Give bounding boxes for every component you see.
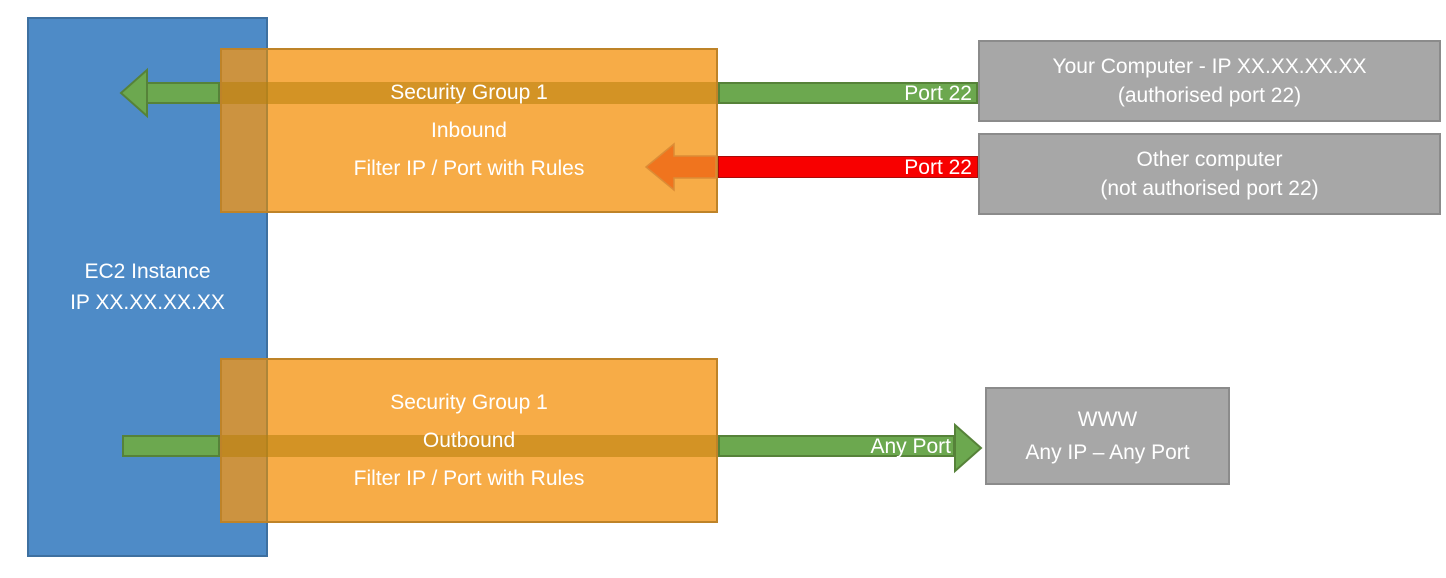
security-group-inbound-box: Security Group 1 Inbound Filter IP / Por… [220, 48, 718, 213]
inbound-group-direction: Inbound [431, 118, 507, 142]
outbound-port-label: Any Port [870, 435, 951, 458]
www-box: WWW Any IP – Any Port [985, 387, 1230, 485]
inbound-allowed-arrowhead [119, 67, 148, 119]
security-group-outbound-box: Security Group 1 Outbound Filter IP / Po… [220, 358, 718, 523]
inbound-box-arrow-overlap-band [222, 82, 716, 104]
www-subtitle: Any IP – Any Port [1025, 441, 1190, 464]
other-computer-box: Other computer (not authorised port 22) [978, 133, 1441, 215]
your-computer-title: Your Computer - IP XX.XX.XX.XX [1052, 55, 1367, 78]
www-title: WWW [1077, 408, 1138, 431]
inbound-blocked-arrowhead [644, 142, 717, 192]
inbound-blocked-port-label: Port 22 [904, 156, 972, 179]
inbound-blocked-arrow-shaft [718, 156, 978, 178]
outbound-box-arrow-overlap-band [222, 435, 716, 457]
inbound-group-rule: Filter IP / Port with Rules [353, 156, 585, 180]
outbound-group-rule: Filter IP / Port with Rules [353, 466, 585, 490]
your-computer-subtitle: (authorised port 22) [1117, 84, 1302, 107]
inbound-allowed-arrow-shaft-right [718, 82, 978, 104]
other-computer-title: Other computer [1136, 148, 1283, 171]
ec2-instance-name: EC2 Instance [84, 260, 211, 283]
inbound-group-title: Security Group 1 [390, 80, 548, 104]
your-computer-box: Your Computer - IP XX.XX.XX.XX (authoris… [978, 40, 1441, 122]
outbound-arrow-shaft-left [122, 435, 220, 457]
inbound-allowed-arrow-shaft-left [146, 82, 220, 104]
other-computer-subtitle: (not authorised port 22) [1100, 177, 1319, 200]
outbound-group-direction: Outbound [422, 428, 516, 452]
inbound-allowed-port-label: Port 22 [904, 82, 972, 105]
inbound-box-blue-overlap [222, 50, 268, 211]
outbound-arrowhead [954, 422, 983, 474]
outbound-group-title: Security Group 1 [390, 390, 548, 414]
ec2-instance-ip: IP XX.XX.XX.XX [70, 291, 225, 314]
